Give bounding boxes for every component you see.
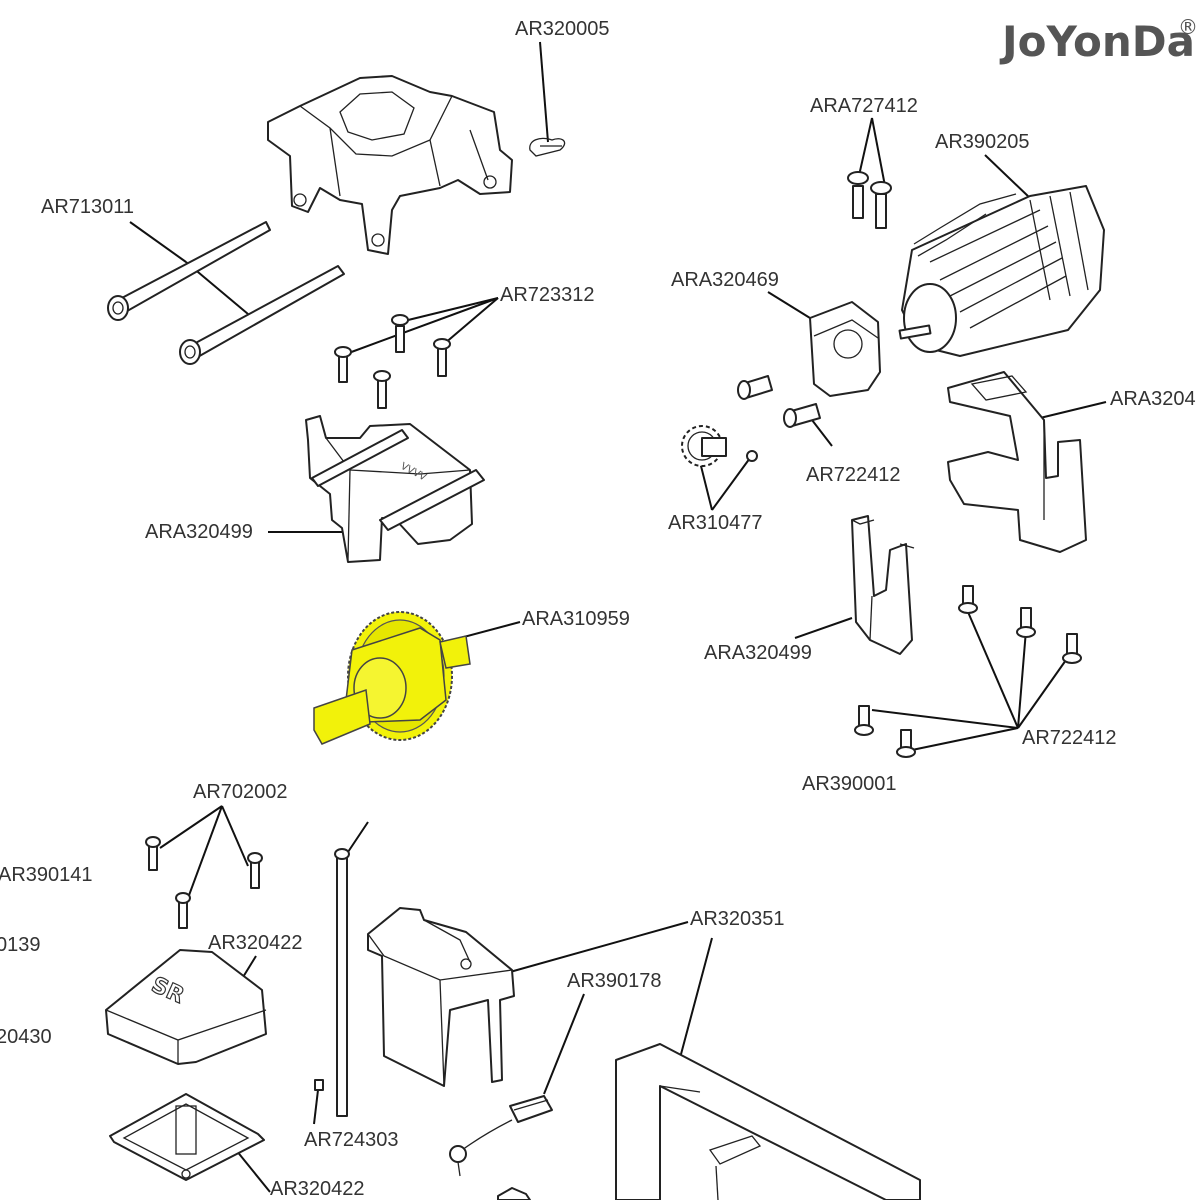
- label-ar320005: AR320005: [515, 18, 610, 40]
- upper-bracket-part: [267, 75, 513, 255]
- bottom-edge-part: [497, 1187, 531, 1200]
- center-differential-highlighted-part: [313, 611, 471, 745]
- switch-part: [449, 1095, 553, 1177]
- chassis-frame-part: [615, 1043, 921, 1200]
- brand-logo: JoYonDa ®: [999, 15, 1198, 66]
- long-shaft-parts: [107, 221, 345, 365]
- label-ar320351: AR320351: [690, 908, 785, 930]
- receiver-box-cover-part: SR: [105, 949, 267, 1065]
- cap-screw-parts: [334, 314, 451, 409]
- pin-clip-part: [529, 137, 566, 157]
- label-ar722412-upper: AR722412: [806, 464, 901, 486]
- label-0139-cut: 0139: [0, 934, 41, 956]
- diff-mount-bracket-part: [851, 515, 915, 655]
- label-ara320499-left: ARA320499: [145, 521, 253, 543]
- label-ar702002: AR702002: [193, 781, 288, 803]
- label-ar390001: AR390001: [802, 773, 897, 795]
- label-ara310959: ARA310959: [522, 608, 630, 630]
- battery-tray-part: [367, 907, 515, 1087]
- label-ar724303: AR724303: [304, 1129, 399, 1151]
- label-ar390178: AR390178: [567, 970, 662, 992]
- small-pin-part: [314, 1079, 324, 1091]
- label-ar390205: AR390205: [935, 131, 1030, 153]
- brand-reg-mark: ®: [1178, 15, 1198, 39]
- label-ara320469: ARA320469: [671, 269, 779, 291]
- long-post-part: [334, 848, 350, 1117]
- receiver-box-base-part: [109, 1093, 265, 1181]
- motor-plate-part: [947, 371, 1087, 553]
- motor-mount-part: [809, 301, 881, 397]
- part-labels: AR320005 ARA727412 AR390205 AR713011 AR7…: [0, 18, 1196, 1200]
- label-ar390141: AR390141: [0, 864, 93, 886]
- label-ar320422-top: AR320422: [208, 932, 303, 954]
- motor-screw-parts: [847, 171, 892, 229]
- motor-part: [898, 185, 1105, 357]
- label-ar722412-lower: AR722412: [1022, 727, 1117, 749]
- button-screw-parts: [854, 585, 1082, 758]
- label-ara320499-right: ARA320499: [704, 642, 812, 664]
- label-ara3204-cut: ARA3204: [1110, 388, 1196, 410]
- mount-bolt-parts: [737, 375, 821, 428]
- label-ar320422-bottom: AR320422: [270, 1178, 365, 1200]
- center-diff-mount-part: VVVV: [305, 415, 485, 563]
- label-ara727412: ARA727412: [810, 95, 918, 117]
- label-ar310477: AR310477: [668, 512, 763, 534]
- label-ar723312: AR723312: [500, 284, 595, 306]
- label-20430-cut: 20430: [0, 1026, 52, 1048]
- brand-name: JoYonDa: [999, 17, 1195, 66]
- label-ar713011: AR713011: [41, 196, 134, 218]
- lower-screw-parts: [145, 836, 263, 929]
- pinion-gear-part: [681, 425, 758, 467]
